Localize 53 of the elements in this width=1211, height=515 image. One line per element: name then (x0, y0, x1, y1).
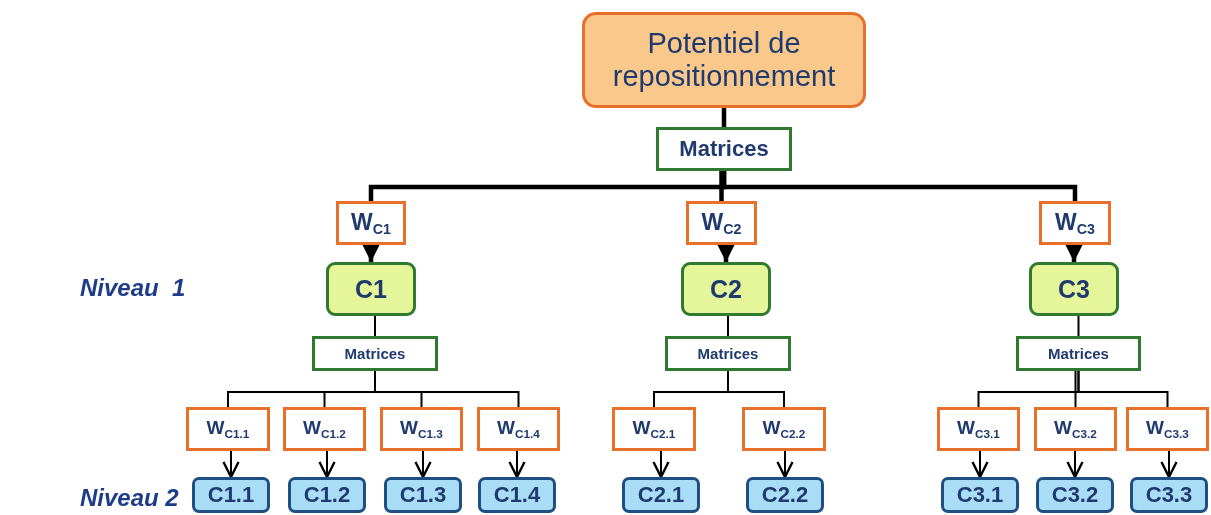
connector-line (1074, 370, 1077, 408)
arrow (318, 450, 336, 479)
arrow (362, 244, 380, 262)
subcriterion-box: C1.2 (288, 477, 366, 513)
weight-box: W$_{C1.2}$ (283, 407, 366, 451)
criterion-box: C1 (326, 262, 416, 316)
connector-line (727, 315, 729, 337)
connector-line (727, 370, 785, 408)
weight-box: W$_{C2}$ (686, 201, 757, 245)
arrow (508, 450, 526, 479)
weight-box: W$_{C3.3}$ (1126, 407, 1209, 451)
subcriterion-box: C3.2 (1036, 477, 1114, 513)
subcriterion-box: C1.3 (384, 477, 462, 513)
weight-box: W$_{C2.1}$ (612, 407, 696, 451)
criterion-box: C2 (681, 262, 771, 316)
weight-box: W$_{C3.1}$ (937, 407, 1020, 451)
root-box: Potentiel de repositionnement (582, 12, 866, 108)
connector-line (374, 315, 376, 337)
subcriterion-box: C1.1 (192, 477, 270, 513)
weight-box: W$_{C1}$ (336, 201, 406, 245)
arrow (222, 450, 240, 479)
weight-box: W$_{C1.4}$ (477, 407, 560, 451)
subcriterion-box: C3.3 (1130, 477, 1208, 513)
connector-line (1077, 370, 1169, 408)
subcriterion-box: C2.1 (622, 477, 700, 513)
connector-line (721, 171, 1078, 201)
arrow (1066, 450, 1084, 479)
criterion-box: C3 (1029, 262, 1119, 316)
weight-box: W$_{C1.1}$ (186, 407, 270, 451)
connector-line (719, 171, 724, 201)
subcriterion-box: C1.4 (478, 477, 556, 513)
arrow (776, 450, 794, 479)
arrow (971, 450, 989, 479)
connector-line (1077, 315, 1080, 337)
level-label: Niveau 2 (80, 484, 179, 512)
weight-box: W$_{C3.2}$ (1034, 407, 1117, 451)
matrices-box: Matrices (1016, 336, 1141, 371)
connector-line (721, 108, 727, 127)
arrow (717, 244, 735, 262)
subcriterion-box: C3.1 (941, 477, 1019, 513)
weight-box: W$_{C2.2}$ (742, 407, 826, 451)
weight-box: W$_{C3}$ (1039, 201, 1111, 245)
matrices-box: Matrices (656, 127, 792, 171)
arrow (1160, 450, 1178, 479)
arrow (652, 450, 670, 479)
subcriterion-box: C2.2 (746, 477, 824, 513)
weight-box: W$_{C1.3}$ (380, 407, 463, 451)
arrow (414, 450, 432, 479)
level-label: Niveau 1 (80, 274, 186, 302)
matrices-box: Matrices (665, 336, 791, 371)
matrices-box: Matrices (312, 336, 438, 371)
arrow (1065, 244, 1083, 262)
connector-line (374, 370, 520, 408)
